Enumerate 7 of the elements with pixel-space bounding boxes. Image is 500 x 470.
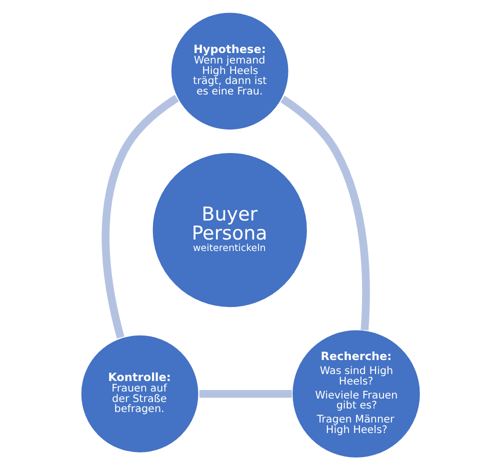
node-circle: Recherche: Was sind High Heels? Wieviele Frauen gibt es? Tragen Männer High Heels? [290,328,422,460]
node-circle: Kontrolle: Frauen auf der Straße befragen. [79,334,200,454]
connector [280,96,370,330]
connector [198,390,292,398]
connector [101,94,178,338]
node-circle: Hypothese: Wenn jemand High Heels trägt, dann ist es eine Frau. [169,10,290,132]
node-circle: Buyer Persona weiterentickeln [150,151,308,309]
